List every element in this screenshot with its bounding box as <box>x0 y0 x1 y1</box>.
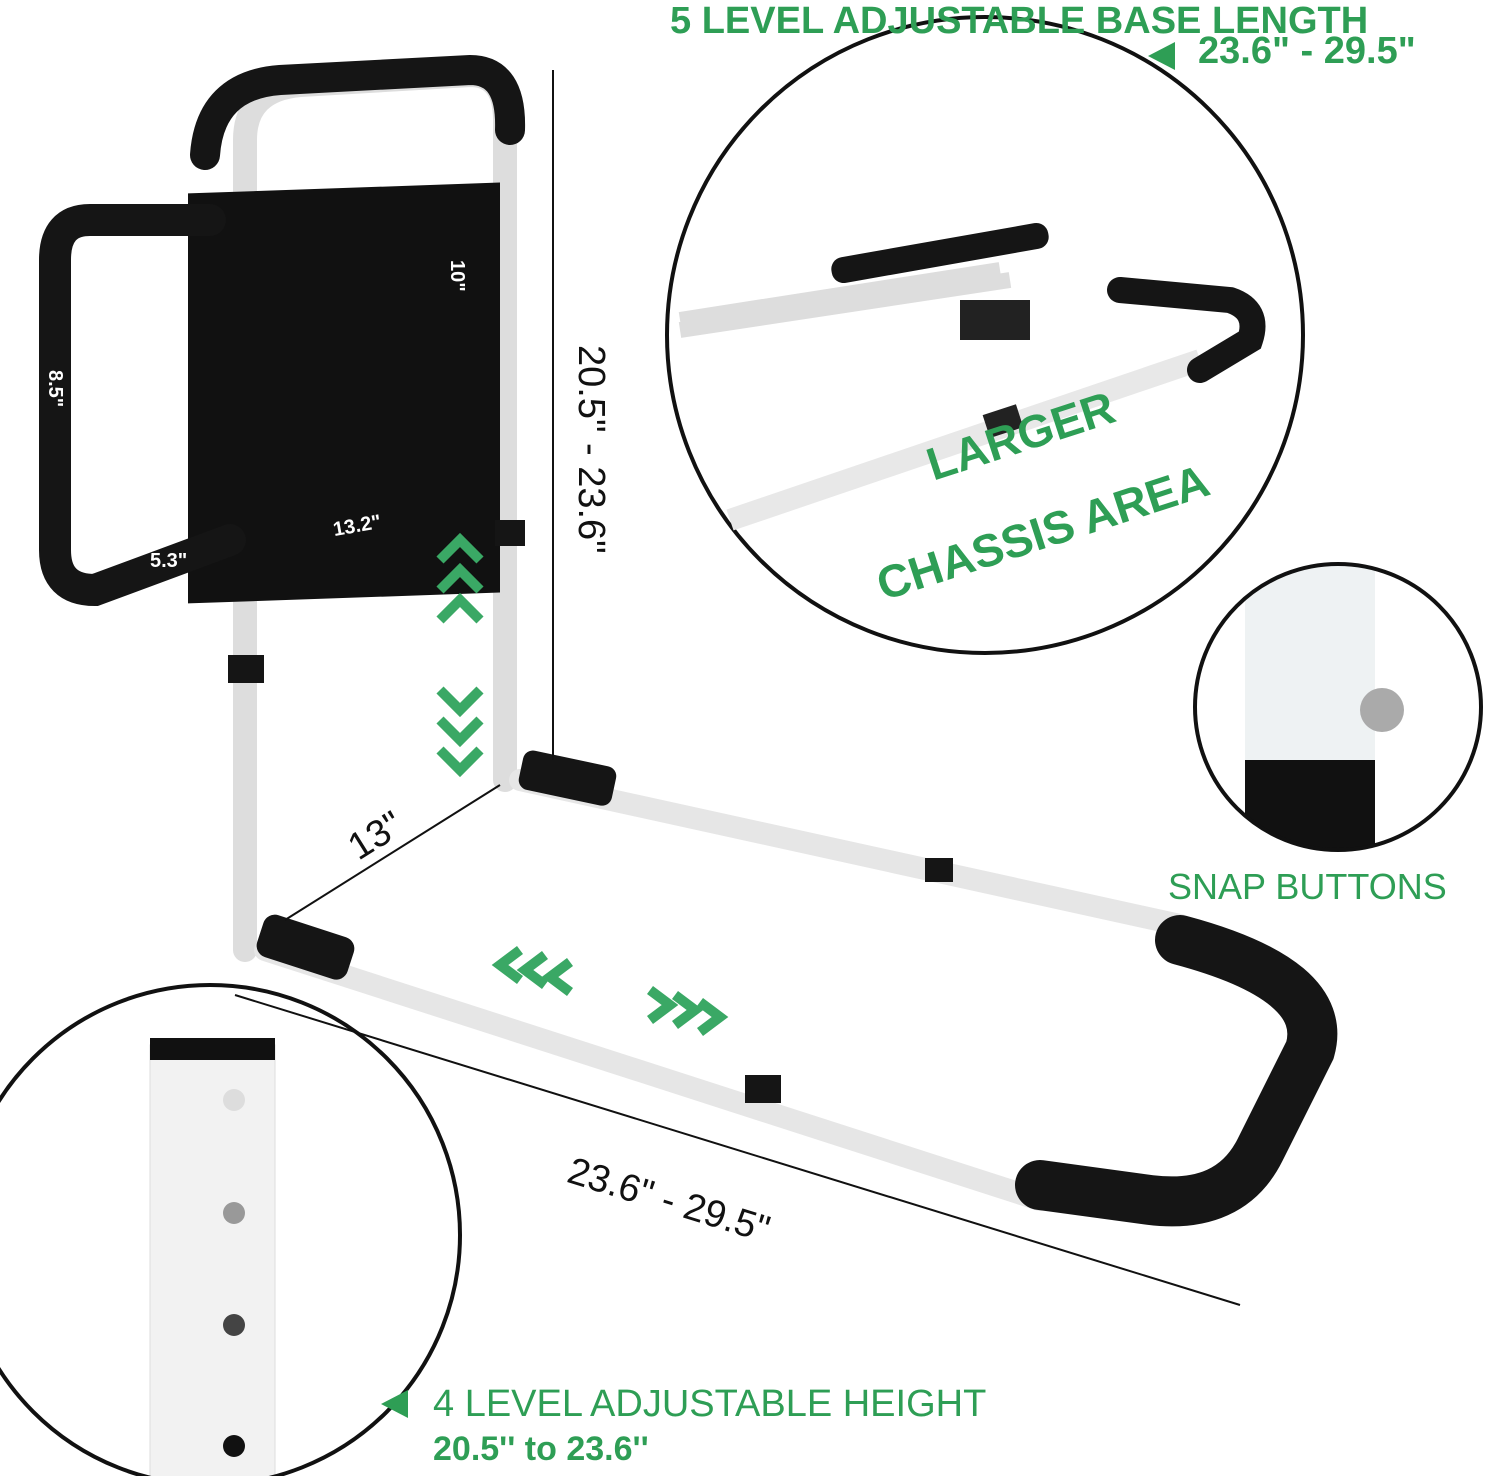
dimension-lines <box>234 70 1241 1306</box>
chassis-detail-circle <box>665 15 1305 655</box>
height-dimension: 20.5" - 23.6" <box>570 345 612 554</box>
bed-rail-frame <box>39 54 1338 1227</box>
handle-height-dimension: 8.5" <box>44 370 66 408</box>
height-title: 4 LEVEL ADJUSTABLE HEIGHT <box>433 1383 987 1425</box>
base-length-title: 5 LEVEL ADJUSTABLE BASE LENGTH <box>670 0 1369 42</box>
snap-button-detail-circle <box>1193 562 1483 852</box>
adjust-arrows <box>436 532 729 1036</box>
base-length-range: 23.6" - 29.5" <box>1198 30 1416 72</box>
snap-buttons-title: SNAP BUTTONS <box>1168 866 1447 907</box>
handle-depth-dimension: 5.3" <box>150 550 188 572</box>
height-detail-circle <box>0 983 462 1476</box>
height-range: 20.5'' to 23.6'' <box>433 1430 649 1468</box>
triangle-left-icon <box>381 1390 408 1418</box>
triangle-left-icon <box>1148 42 1175 70</box>
pouch-height-dimension: 10" <box>446 260 468 292</box>
